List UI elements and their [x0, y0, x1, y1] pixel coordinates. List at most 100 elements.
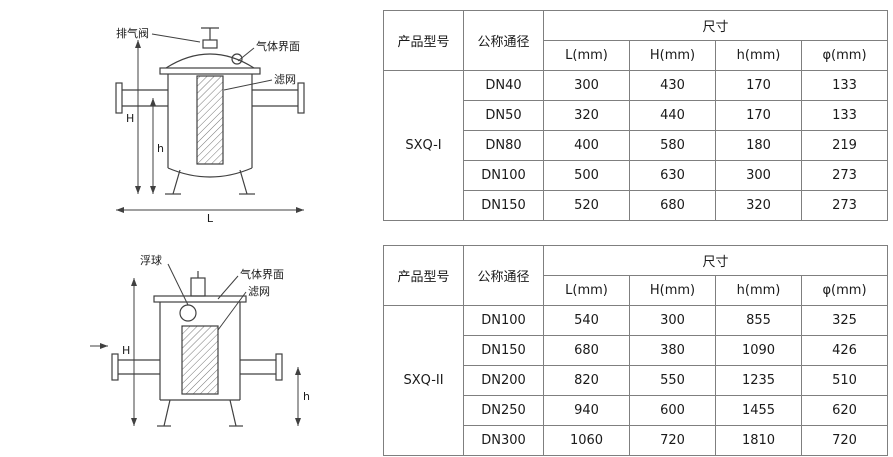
value-cell: 1810 — [715, 425, 802, 456]
value-cell: 630 — [629, 160, 716, 191]
table-row: DN150 680 380 1090 426 — [384, 335, 889, 366]
spec-table-sxq2: 产品型号 公称通径 尺寸 L(mm) H(mm) h(mm) φ(mm) SXQ… — [383, 245, 889, 456]
filter-screen-shape — [181, 325, 219, 395]
value-cell: 300 — [715, 160, 802, 191]
gas-interface-ball — [231, 53, 243, 65]
sxq2-drawing: 浮球 气体界面 滤网 H h — [70, 248, 330, 452]
sxq2-drawing-svg: 浮球 气体界面 滤网 H h — [90, 253, 310, 427]
value-cell: 680 — [629, 190, 716, 221]
col-header-phi: φ(mm) — [800, 40, 889, 71]
col-header-dimensions: 尺寸 — [542, 245, 889, 276]
gas-interface-label: 气体界面 — [240, 267, 284, 281]
filter-screen-shape — [196, 75, 224, 165]
table-row: DN300 1060 720 1810 720 — [384, 425, 889, 456]
value-cell: 180 — [715, 130, 802, 161]
value-cell: 170 — [715, 100, 802, 131]
value-cell: 540 — [543, 305, 630, 336]
dim-H-label: H — [122, 344, 130, 357]
table-row: DN250 940 600 1455 620 — [384, 395, 889, 426]
value-cell: 820 — [543, 365, 630, 396]
table-header-row-1: 产品型号 公称通径 尺寸 — [383, 10, 889, 71]
sxq1-drawing-svg: 排气阀 气体界面 滤网 H h L — [115, 26, 305, 225]
value-cell: 600 — [629, 395, 716, 426]
col-header-h: h(mm) — [715, 40, 802, 71]
value-cell: 325 — [800, 305, 889, 336]
table-row: DN80 400 580 180 219 — [384, 130, 889, 161]
dim-H-label: H — [126, 112, 134, 125]
sxq1-table-section: 产品型号 公称通径 尺寸 L(mm) H(mm) h(mm) φ(mm) SXQ… — [383, 10, 889, 221]
dn-cell: DN250 — [463, 395, 544, 426]
dim-h-label: h — [157, 142, 164, 155]
value-cell: 320 — [543, 100, 630, 131]
col-header-h: h(mm) — [715, 275, 802, 306]
table-row: DN200 820 550 1235 510 — [384, 365, 889, 396]
col-header-product-model: 产品型号 — [383, 245, 464, 306]
dn-cell: DN200 — [463, 365, 544, 396]
col-header-H: H(mm) — [629, 275, 716, 306]
col-header-nominal-diameter: 公称通径 — [463, 245, 544, 306]
value-cell: 680 — [543, 335, 630, 366]
col-header-nominal-diameter: 公称通径 — [463, 10, 544, 71]
table-row: SXQ-II DN100 540 300 855 325 — [383, 305, 889, 456]
sxq1-dimension-lines — [116, 33, 304, 213]
dn-cell: DN100 — [463, 305, 544, 336]
value-cell: 720 — [800, 425, 889, 456]
dim-h-label: h — [303, 390, 310, 403]
value-cell: 550 — [629, 365, 716, 396]
value-cell: 620 — [800, 395, 889, 426]
col-header-dimensions: 尺寸 — [542, 10, 889, 41]
value-cell: 500 — [543, 160, 630, 191]
col-header-product-model: 产品型号 — [383, 10, 464, 71]
value-cell: 170 — [715, 70, 802, 101]
sxq2-vessel-outline — [111, 271, 283, 427]
filter-screen-label: 滤网 — [248, 285, 270, 298]
dn-cell: DN150 — [463, 335, 544, 366]
col-header-L: L(mm) — [543, 40, 630, 71]
sxq2-dimension-lines — [90, 263, 301, 426]
value-cell: 1455 — [715, 395, 802, 426]
value-cell: 440 — [629, 100, 716, 131]
value-cell: 580 — [629, 130, 716, 161]
dn-cell: DN300 — [463, 425, 544, 456]
spec-table-sxq1: 产品型号 公称通径 尺寸 L(mm) H(mm) h(mm) φ(mm) SXQ… — [383, 10, 889, 221]
value-cell: 1235 — [715, 365, 802, 396]
col-header-H: H(mm) — [629, 40, 716, 71]
table-row: SXQ-I DN40 300 430 170 133 — [383, 70, 889, 221]
col-header-phi: φ(mm) — [800, 275, 889, 306]
value-cell: 300 — [629, 305, 716, 336]
value-cell: 940 — [543, 395, 630, 426]
value-cell: 510 — [800, 365, 889, 396]
table-header-row-1: 产品型号 公称通径 尺寸 — [383, 245, 889, 306]
value-cell: 219 — [800, 130, 889, 161]
value-cell: 720 — [629, 425, 716, 456]
value-cell: 273 — [800, 190, 889, 221]
value-cell: 400 — [543, 130, 630, 161]
table-row: DN50 320 440 170 133 — [384, 100, 889, 131]
exhaust-valve-label: 排气阀 — [116, 26, 149, 40]
value-cell: 1060 — [543, 425, 630, 456]
value-cell: 430 — [629, 70, 716, 101]
model-cell: SXQ-II — [383, 305, 464, 456]
value-cell: 273 — [800, 160, 889, 191]
sxq1-drawing: 排气阀 气体界面 滤网 H h L — [60, 18, 340, 227]
value-cell: 320 — [715, 190, 802, 221]
model-cell: SXQ-I — [383, 70, 464, 221]
value-cell: 133 — [800, 70, 889, 101]
exhaust-valve-icon — [201, 27, 219, 49]
dn-cell: DN40 — [463, 70, 544, 101]
gas-interface-label: 气体界面 — [256, 39, 300, 53]
dim-L-label: L — [207, 212, 214, 223]
filter-screen-label: 滤网 — [274, 73, 296, 86]
sxq1-vessel-outline — [115, 27, 305, 195]
col-header-L: L(mm) — [543, 275, 630, 306]
value-cell: 1090 — [715, 335, 802, 366]
value-cell: 520 — [543, 190, 630, 221]
value-cell: 300 — [543, 70, 630, 101]
dn-cell: DN100 — [463, 160, 544, 191]
table-row: DN150 520 680 320 273 — [384, 190, 889, 221]
value-cell: 426 — [800, 335, 889, 366]
float-ball-label: 浮球 — [140, 253, 162, 267]
sxq2-table-section: 产品型号 公称通径 尺寸 L(mm) H(mm) h(mm) φ(mm) SXQ… — [383, 245, 889, 456]
float-ball-shape — [179, 304, 197, 322]
